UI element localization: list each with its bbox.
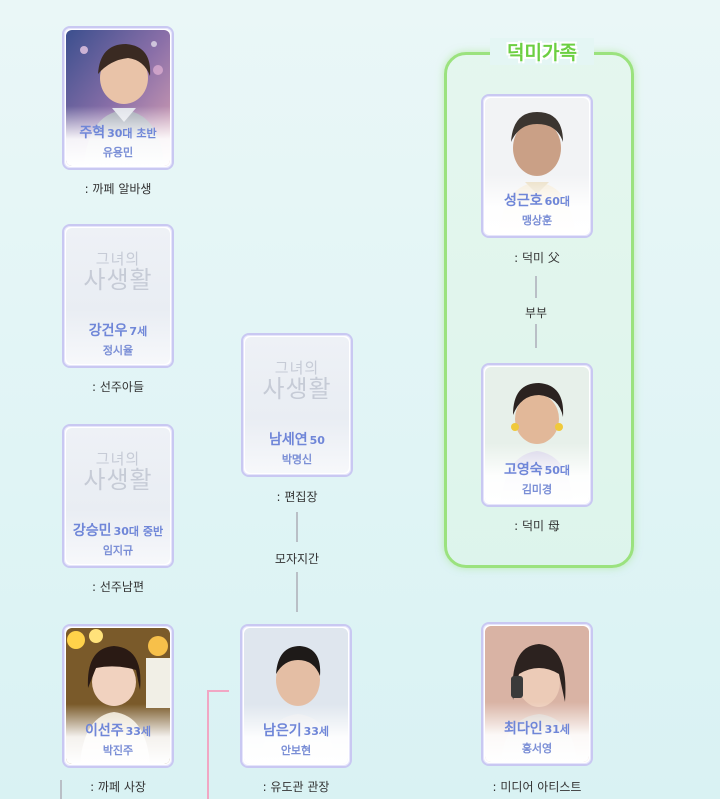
- actor-name: 박명신: [245, 451, 349, 467]
- actor-name: 김미경: [485, 481, 589, 497]
- character-role: : 선주남편: [48, 578, 188, 595]
- relation-line-pink: [207, 690, 209, 799]
- actor-name: 홍서영: [485, 740, 589, 756]
- character-role: : 유도관 관장: [226, 778, 366, 795]
- character-role: : 덕미 父: [467, 249, 607, 266]
- actor-name: 안보현: [244, 742, 348, 758]
- relation-line: [296, 572, 298, 612]
- character-role: : 미디어 아티스트: [467, 778, 607, 795]
- character-role: : 까페 사장: [48, 778, 188, 795]
- relation-label-mother-son: 모자지간: [257, 550, 337, 567]
- character-role: : 편집장: [227, 488, 367, 505]
- relation-line: [535, 276, 537, 298]
- character-role: : 덕미 母: [467, 517, 607, 534]
- character-role: : 까페 알바생: [48, 180, 188, 197]
- relation-line: [296, 512, 298, 542]
- family-group-title: 덕미가족: [490, 38, 594, 65]
- actor-name: 임지규: [66, 542, 170, 558]
- relation-label-couple: 부부: [496, 304, 576, 321]
- relation-line: [535, 324, 537, 348]
- actor-name: 맹상훈: [485, 212, 589, 228]
- actor-name: 유용민: [66, 144, 170, 160]
- relation-line-pink: [207, 690, 229, 692]
- character-role: : 선주아들: [48, 378, 188, 395]
- relation-line: [60, 780, 62, 799]
- actor-name: 박진주: [66, 742, 170, 758]
- actor-name: 정시율: [66, 342, 170, 358]
